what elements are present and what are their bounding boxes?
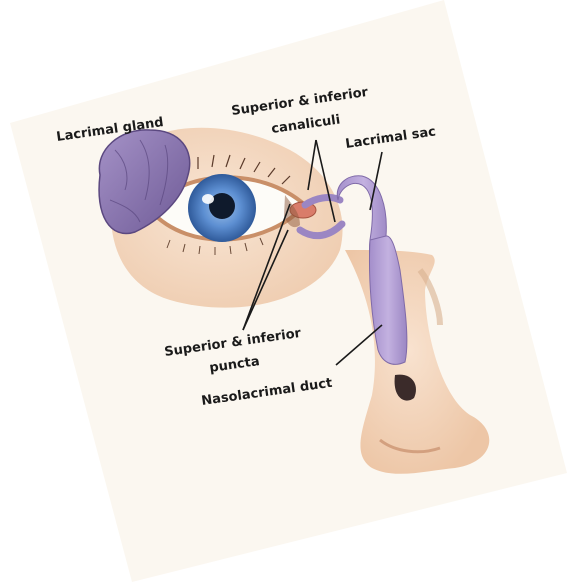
eye-highlight <box>202 194 214 204</box>
